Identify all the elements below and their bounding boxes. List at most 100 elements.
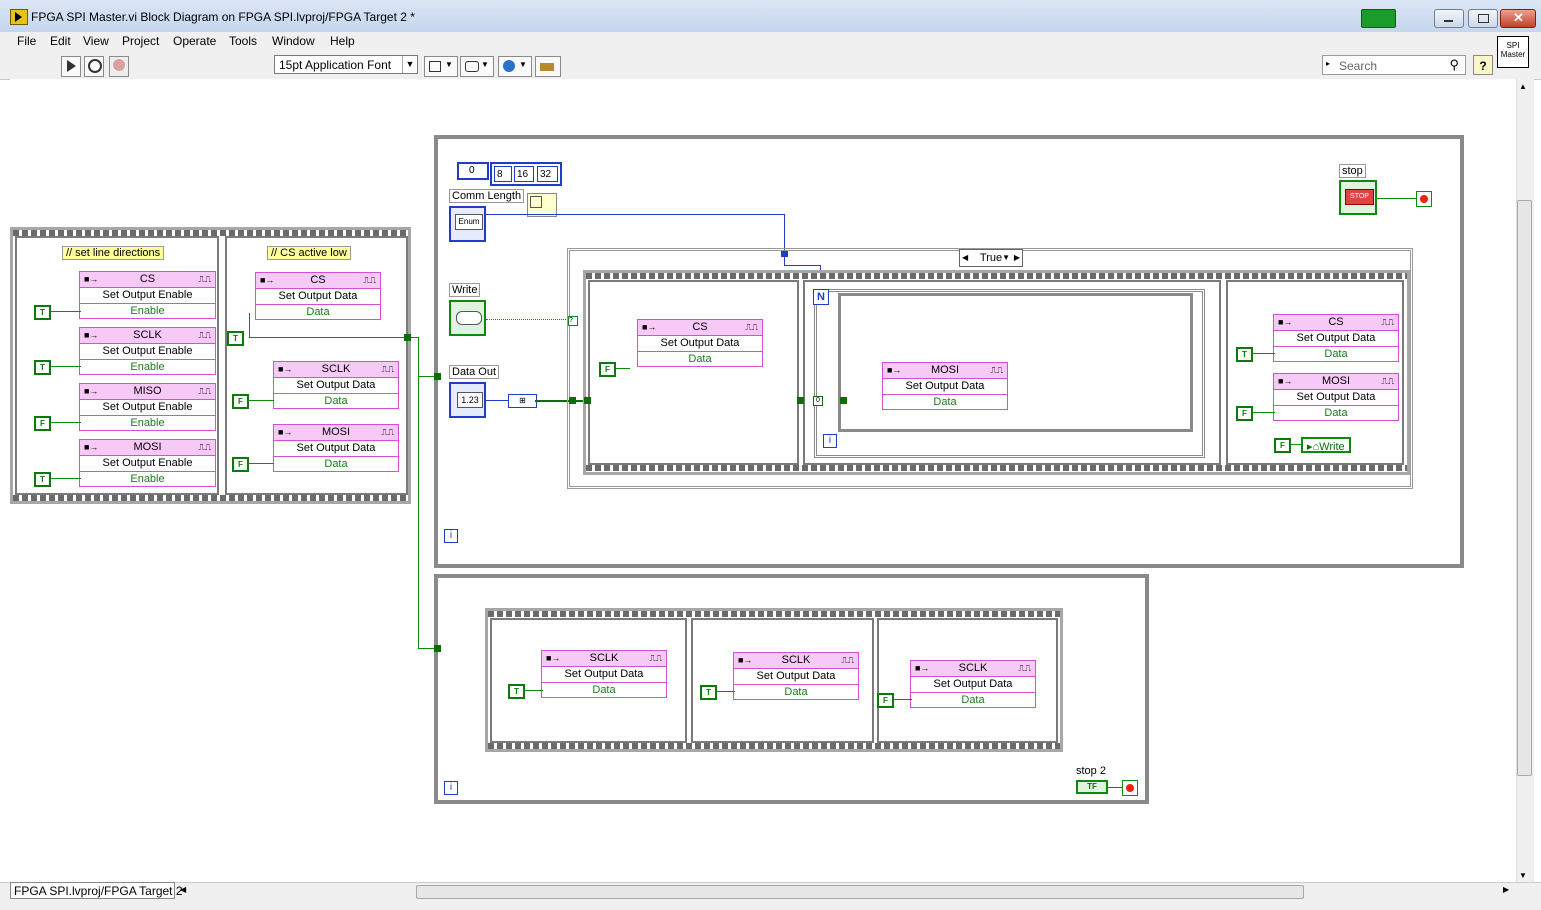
menu-view[interactable]: View [83,34,109,48]
context-help-button[interactable]: ? [1473,55,1493,75]
comm-length-label[interactable]: Comm Length [449,189,525,203]
minimize-button[interactable] [1434,9,1464,28]
align-objects-button[interactable]: ▼ [424,56,458,77]
bool-const-true[interactable]: T [34,472,51,487]
inner-sequence[interactable] [838,293,1193,432]
iteration-terminal[interactable]: i [444,781,458,795]
font-selector[interactable]: 15pt Application Font▼ [274,55,418,74]
shift-register-init[interactable]: 0 [813,396,823,406]
bool-const-false[interactable]: F [1274,438,1291,453]
maximize-button[interactable] [1468,9,1498,28]
wire [1377,198,1417,199]
menu-operate[interactable]: Operate [173,34,217,48]
wire [717,691,735,692]
wire [418,376,436,377]
scroll-up-icon[interactable]: ▲ [1519,82,1527,91]
bool-const-false[interactable]: F [232,457,249,472]
comm-length-enum-control[interactable]: Enum [449,206,486,242]
bool-const-true[interactable]: T [1236,347,1253,362]
convert-node[interactable]: ⊞ [508,394,537,408]
scroll-down-icon[interactable]: ▼ [1519,871,1527,880]
write-boolean-control[interactable] [449,300,486,336]
comment-cs-active-low[interactable]: // CS active low [267,246,351,260]
scroll-left-icon[interactable]: ◀ [180,885,187,894]
labview-run-icon [10,9,28,25]
cleanup-diagram-button[interactable] [535,56,561,77]
menu-window[interactable]: Window [272,34,315,48]
array-element[interactable]: 8 [494,166,512,182]
stop-label[interactable]: stop [1339,164,1366,178]
count-terminal[interactable]: N [813,289,829,305]
run-arrow-button[interactable] [61,56,81,77]
bool-const-false[interactable]: F [232,394,249,409]
sequence-film-bottom [13,495,408,501]
array-element[interactable]: 16 [514,166,534,182]
run-continuously-button[interactable] [84,56,104,77]
bool-const-true[interactable]: T [227,331,244,346]
array-constant[interactable] [490,162,562,186]
target-context-tab[interactable]: FPGA SPI.lvproj/FPGA Target 2 [10,882,183,899]
bool-const-false[interactable]: F [599,362,616,377]
for-loop[interactable] [814,289,1205,458]
iteration-terminal[interactable]: i [823,434,837,448]
menu-project[interactable]: Project [122,34,160,48]
iteration-terminal[interactable]: i [444,529,458,543]
wire [249,313,250,337]
horizontal-scroll-thumb[interactable] [416,885,1304,899]
align-icon [429,61,441,72]
array-index-display[interactable]: 0 [457,162,489,180]
close-button[interactable]: ✕ [1500,9,1536,28]
index-array-icon [530,196,542,208]
bool-const-false[interactable]: F [877,693,894,708]
data-out-numeric-control[interactable]: 1.23 [449,382,486,418]
bool-const-true[interactable]: T [508,684,525,699]
menu-tools[interactable]: Tools [229,34,258,48]
write-local-variable[interactable]: ▸⌂Write [1301,437,1351,453]
loop-condition-terminal[interactable] [1416,191,1432,207]
search-input[interactable]: ▸Search⚲ [1322,55,1466,75]
main-while-loop[interactable] [434,135,1464,568]
abort-button[interactable] [109,56,129,77]
reorder-button[interactable]: ▼ [498,56,532,77]
loop-condition-terminal[interactable] [1122,780,1138,796]
close-icon: ✕ [1513,10,1524,25]
stop2-indicator[interactable]: TF [1076,780,1108,794]
bool-const-true[interactable]: T [700,685,717,700]
index-array-node[interactable] [527,193,557,217]
menu-edit[interactable]: Edit [50,34,71,48]
bool-const-true[interactable]: T [34,305,51,320]
stop2-label[interactable]: stop 2 [1076,765,1106,777]
sequence-tunnel [840,397,847,404]
case-selector-terminal[interactable]: ? [568,316,578,326]
array-element[interactable]: 32 [537,166,558,182]
distribute-objects-button[interactable]: ▼ [460,56,494,77]
comment-set-line-directions[interactable]: // set line directions [62,246,165,260]
data-out-label[interactable]: Data Out [449,365,500,379]
bool-const-false[interactable]: F [34,416,51,431]
case-selector[interactable]: ◀True▼▶ [959,249,1023,267]
bool-const-true[interactable]: T [34,360,51,375]
clock-while-loop[interactable] [434,574,1149,804]
scroll-right-icon[interactable]: ▶ [1503,885,1510,894]
write-label[interactable]: Write [449,283,481,297]
stop-button-control[interactable]: STOP [1339,180,1377,215]
menu-help[interactable]: Help [330,34,355,48]
menu-file[interactable]: File [17,34,37,48]
vertical-scroll-thumb[interactable] [1517,200,1532,776]
bool-const-false[interactable]: F [1236,406,1253,421]
